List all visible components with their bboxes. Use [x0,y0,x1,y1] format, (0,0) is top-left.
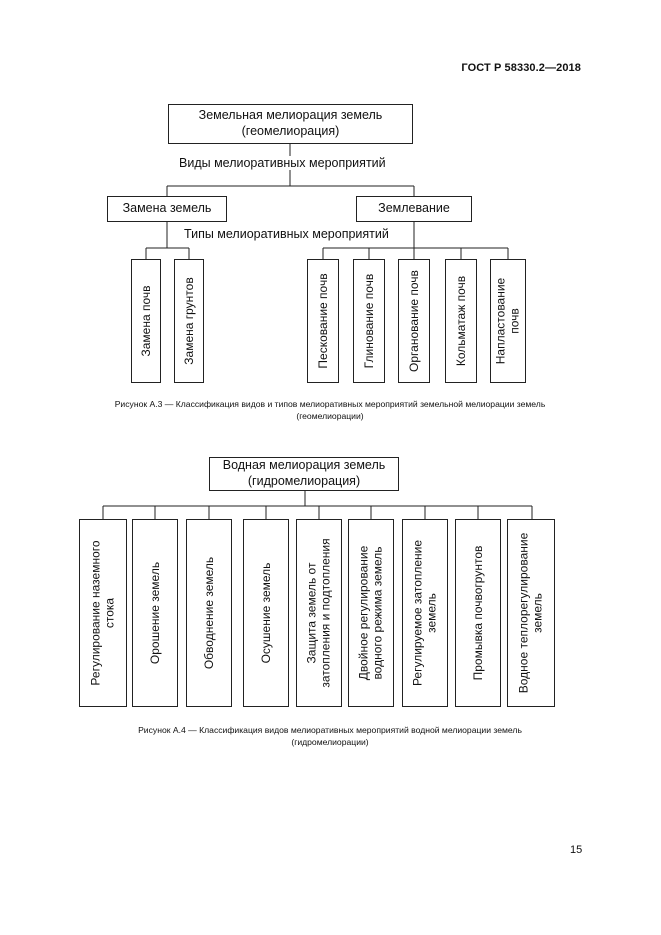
branch-replacement-label: Замена земель [122,201,212,216]
kinds-label: Виды мелиоративных мероприятий [176,156,389,170]
leaf-label: Регулируемое затопление земель [410,539,439,687]
figure-caption-text: Рисунок А.4 — Классификация видов мелиор… [138,725,522,747]
leaf-box: Осушение земель [243,519,289,707]
leaf-label: Органование почв [406,270,421,372]
geomelioration-root-box: Земельная мелиорация земель (геомелиорац… [168,104,413,144]
leaf-box: Промывка почвогрунтов [455,519,501,707]
leaf-label: Напластование почв [493,277,522,365]
leaf-label: Защита земель от затопления и подтоплени… [304,538,333,688]
types-label: Типы мелиоративных мероприятий [181,227,392,241]
branch-replacement-box: Замена земель [107,196,227,222]
leaf-box: Двойное регулирование водного режима зем… [348,519,394,707]
leaf-box: Глинование почв [353,259,385,383]
leaf-label: Замена почв [138,285,153,357]
figure-caption: Рисунок А.3 — Классификация видов и типо… [60,399,600,422]
leaf-box: Кольматаж почв [445,259,477,383]
leaf-label: Орошение земель [147,561,162,665]
leaf-box: Органование почв [398,259,430,383]
leaf-box: Замена грунтов [174,259,204,383]
leaf-label: Осушение земель [258,562,273,664]
leaf-box: Водное теплорегулирование земель [507,519,555,707]
figure-caption: Рисунок А.4 — Классификация видов мелиор… [60,725,600,748]
figure-caption-text: Рисунок А.3 — Классификация видов и типо… [114,399,546,421]
page-number: 15 [570,844,583,856]
leaf-label: Обводнение земель [201,556,216,670]
geomelioration-root-label: Земельная мелиорация земель (геомелиорац… [198,108,383,138]
leaf-label: Пескование почв [315,273,330,369]
leaf-label: Кольматаж почв [453,275,468,367]
branch-soil-application-box: Землевание [356,196,472,222]
leaf-box: Защита земель от затопления и подтоплени… [296,519,342,707]
leaf-box: Замена почв [131,259,161,383]
leaf-box: Орошение земель [132,519,178,707]
leaf-label: Промывка почвогрунтов [470,545,485,681]
leaf-label: Регулирование наземного стока [88,540,117,686]
leaf-label: Замена грунтов [181,277,196,365]
leaf-box: Напластование почв [490,259,526,383]
leaf-label: Глинование почв [361,273,376,369]
leaf-label: Водное теплорегулирование земель [516,532,545,694]
branch-soil-application-label: Землевание [378,201,450,216]
leaf-label: Двойное регулирование водного режима зем… [356,545,385,681]
leaf-box: Обводнение земель [186,519,232,707]
leaf-box: Регулирование наземного стока [79,519,127,707]
hydromelioration-root-label: Водная мелиорация земель (гидромелиораци… [222,458,386,488]
leaf-box: Пескование почв [307,259,339,383]
document-code: ГОСТ Р 58330.2—2018 [461,62,581,74]
leaf-box: Регулируемое затопление земель [402,519,448,707]
hydromelioration-root-box: Водная мелиорация земель (гидромелиораци… [209,457,399,491]
